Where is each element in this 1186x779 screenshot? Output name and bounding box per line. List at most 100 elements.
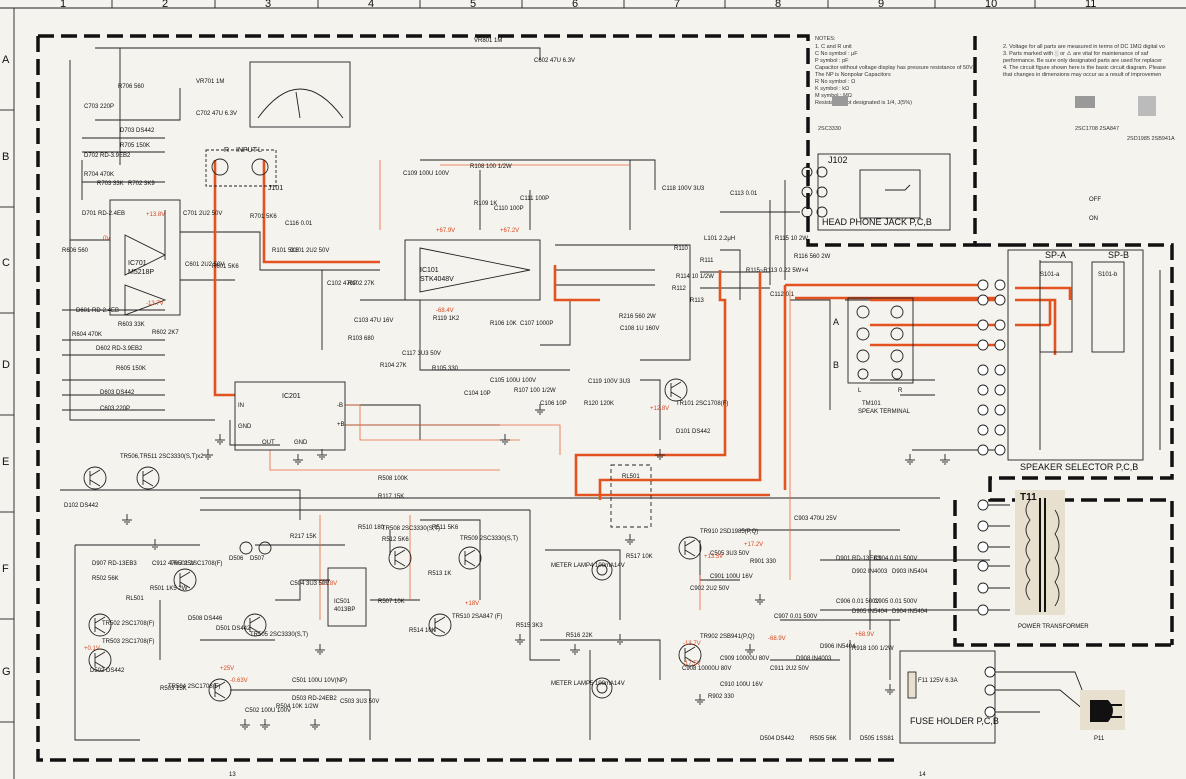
transistor-symbol: [208, 678, 232, 702]
voltage-label: +0.1V: [84, 646, 100, 652]
meter-lamp5-label: METER LAMP5 100mA14V: [551, 681, 625, 687]
p11-label: P11: [1094, 736, 1105, 742]
voltage-label: -17.5V: [683, 661, 701, 667]
component-label: C903 470U 25V: [794, 516, 837, 522]
on-label: ON: [1089, 216, 1098, 222]
component-label: D503 RD-24EB2: [292, 696, 337, 702]
component-label: C912 470U 25V: [152, 561, 195, 567]
note-line: The NP is Nonpolar Capacitors: [815, 72, 891, 78]
ground-symbol: [570, 644, 580, 655]
component-label: R503 15K: [160, 686, 187, 692]
transistor-symbols: [83, 378, 702, 702]
transformer-shape: [1015, 490, 1065, 615]
grid-col-label: 9: [878, 0, 884, 10]
input-r-label: R: [224, 147, 229, 154]
connector-pads: [977, 279, 1006, 718]
terminal-l-label: L: [858, 388, 862, 394]
component-label: R601 5K6: [212, 264, 239, 270]
component-label: C908 10000U 80V: [682, 666, 731, 672]
grid-row-label: F: [2, 563, 9, 575]
component-label: C701 2U2 50V: [183, 211, 222, 217]
component-label: VR801 1M: [474, 38, 502, 44]
notes-title: NOTES:: [815, 36, 836, 42]
component-label: R918 100 1/2W: [852, 646, 894, 652]
component-label: C910 100U 16V: [720, 682, 763, 688]
component-label: R103 680: [348, 336, 375, 342]
transistor-symbol: [173, 568, 197, 592]
component-label: C117 3U3 50V: [402, 351, 441, 357]
voltage-label: +25V: [220, 666, 234, 672]
component-label: R511 5K6: [432, 525, 459, 531]
component-label: C505 3U3 50V: [710, 551, 749, 557]
component-label: R501 1K5 2W: [150, 586, 188, 592]
page-left: 13: [229, 772, 236, 778]
grid-row-label: B: [2, 151, 9, 163]
pinout-2sc1708: 2SC1708 2SA847: [1075, 126, 1119, 132]
headphone-board: [817, 153, 951, 231]
t11-label: T11: [1020, 492, 1037, 503]
component-label: R513 1K: [428, 571, 451, 577]
component-label: C101 2U2 50V: [290, 248, 329, 254]
component-label: R510 180: [358, 525, 385, 531]
terminal-r-label: R: [898, 388, 903, 394]
component-label: C602 47U 6.3V: [534, 58, 575, 64]
component-label: C703 220P: [84, 104, 114, 110]
component-label: R507 10K: [378, 599, 405, 605]
ic201-plus-b-label: +B: [337, 422, 345, 428]
note-line: K symbol : kΩ: [815, 86, 849, 92]
power-transformer-label: POWER TRANSFORMER: [1018, 624, 1089, 630]
component-label: R116 560 2W: [794, 254, 831, 260]
ic101-shape: [404, 239, 541, 301]
component-label: C102 470P: [327, 281, 357, 287]
input-label: INPUT: [236, 147, 258, 154]
component-label: R515 3K3: [516, 623, 543, 629]
voltage-label: -13.7V: [683, 641, 701, 647]
transistor-symbol: [243, 613, 267, 637]
component-label: R101 5K6: [272, 248, 299, 254]
grid-col-label: 4: [368, 0, 374, 10]
ground-symbol: [310, 719, 320, 730]
component-label: R115~R113 0.22 5W×4: [746, 268, 809, 274]
component-label: R517 10K: [626, 554, 653, 560]
component-label: R111: [700, 258, 714, 264]
ground-symbol: [655, 449, 665, 460]
ic201-minus-b-label: -B: [337, 403, 343, 409]
component-label: C603 220P: [100, 406, 130, 412]
voltage-label: +18V: [465, 601, 479, 607]
pinout-2sc3330: 2SC3330: [818, 126, 841, 132]
grid-row-label: G: [2, 666, 11, 678]
component-label: R113: [690, 298, 705, 304]
note-line-right: 3. Parts marked with ░ or ⚠ are vital fo…: [1003, 50, 1149, 57]
component-label: C905 0.01 500V: [874, 599, 917, 605]
ground-symbol: [615, 634, 625, 645]
component-label: R602 2K7: [152, 330, 179, 336]
connector-pad: [977, 294, 989, 306]
component-label: C502 100U 100V: [245, 708, 291, 714]
component-label: C909 10000U 80V: [720, 656, 769, 662]
component-label: R105 330: [432, 366, 459, 372]
component-label: C601 2U2 50V: [185, 262, 224, 268]
grid-col-label: 10: [985, 0, 997, 10]
voltage-label: +15.8V: [318, 581, 337, 587]
component-label: R120 120K: [584, 401, 614, 407]
component-label: R114 10 1/2W: [676, 274, 714, 280]
component-label: R110: [674, 246, 689, 252]
component-label: D502 DS442: [90, 668, 125, 674]
tr506-label: TR506,TR511 2SC3330(S,T)x2: [120, 454, 204, 460]
component-label: R508 100K: [378, 476, 408, 482]
voltage-label: +12.8V: [650, 406, 669, 412]
component-label: C902 2U2 50V: [690, 586, 729, 592]
voltage-label: 0V: [103, 236, 110, 242]
component-label: R107 100 1/2W: [514, 388, 556, 394]
fuse-label: F11 125V 6.3A: [918, 678, 958, 684]
component-label: D701 RD-2.4EB: [82, 211, 125, 217]
component-label: D508 DS446: [188, 616, 223, 622]
ground-symbol: [755, 594, 765, 605]
component-label: R514 10K: [409, 628, 436, 634]
component-label: D905 IN5404: [852, 609, 888, 615]
component-label: C112 0.1: [770, 292, 795, 298]
spa-label: SP-A: [1045, 250, 1066, 260]
ic501-part-label: 4013BP: [334, 607, 355, 613]
note-line: 1. C and R unit: [815, 44, 852, 50]
note-line-right: that changes in dimensions may occur as …: [1003, 72, 1161, 78]
